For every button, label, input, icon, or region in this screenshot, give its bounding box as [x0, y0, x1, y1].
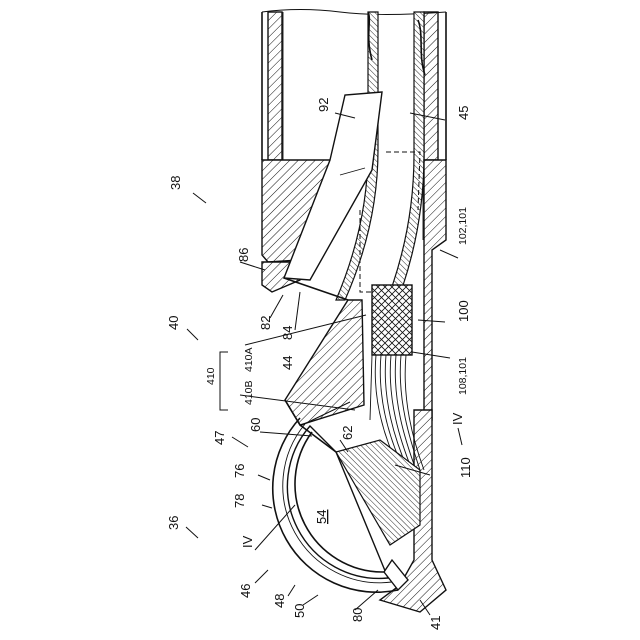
- label-40: 40: [166, 316, 181, 330]
- label-102-101: 102,101: [457, 207, 469, 245]
- label-45: 45: [456, 106, 471, 120]
- label-IV-left: IV: [240, 535, 255, 548]
- label-100: 100: [456, 300, 471, 322]
- label-86: 86: [236, 248, 251, 262]
- label-92: 92: [316, 98, 331, 112]
- label-76: 76: [232, 464, 247, 478]
- label-80: 80: [350, 608, 365, 622]
- wedge-44: [284, 278, 364, 425]
- label-82: 82: [258, 316, 273, 330]
- label-44: 44: [280, 356, 295, 370]
- label-36: 36: [166, 516, 181, 530]
- label-410A: 410A: [243, 347, 255, 372]
- label-38: 38: [168, 176, 183, 190]
- label-110: 110: [458, 457, 473, 478]
- label-48: 48: [272, 594, 287, 608]
- label-62: 62: [340, 426, 355, 440]
- label-41: 41: [428, 616, 443, 630]
- label-IV-right: IV: [450, 412, 465, 425]
- label-46: 46: [238, 584, 253, 598]
- label-410: 410: [205, 367, 217, 385]
- label-108-101: 108,101: [457, 357, 469, 395]
- label-60: 60: [248, 418, 263, 432]
- label-410B: 410B: [243, 380, 255, 405]
- label-47: 47: [212, 431, 227, 445]
- label-84: 84: [280, 326, 295, 340]
- label-50: 50: [292, 604, 307, 618]
- label-54: 54: [314, 510, 329, 524]
- bracket-410: [220, 352, 228, 410]
- label-78: 78: [232, 494, 247, 508]
- pad-108: [372, 285, 412, 355]
